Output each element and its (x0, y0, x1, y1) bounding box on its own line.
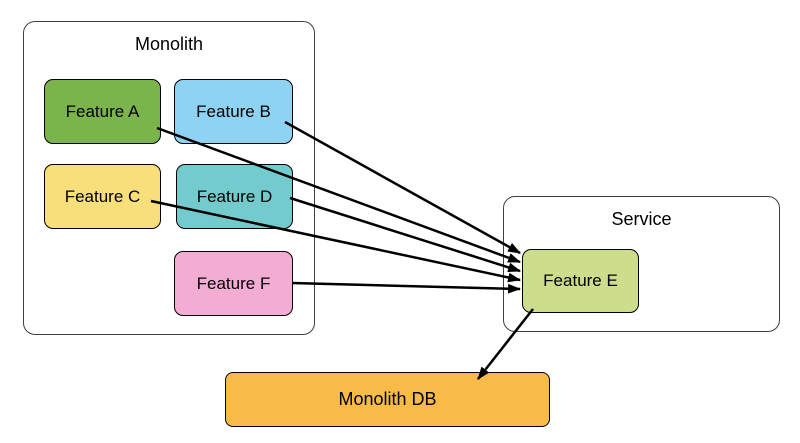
monolith-title: Monolith (134, 34, 204, 54)
node-monolith-db: Monolith DB (225, 372, 550, 427)
node-feature-b: Feature B (174, 79, 293, 144)
arrow-feature-f-to-feature-e (291, 281, 522, 294)
monolith-container: Monolith Feature A Feature B Feature C F… (23, 21, 315, 335)
node-feature-f: Feature F (174, 251, 293, 316)
arrow-feature-d-to-feature-e (289, 196, 522, 273)
service-container: Service Feature E (503, 196, 780, 332)
node-feature-d: Feature D (176, 164, 293, 229)
arrow-feature-b-to-feature-e (284, 120, 521, 255)
node-feature-c: Feature C (44, 164, 161, 229)
service-title: Service (611, 209, 672, 229)
node-feature-e: Feature E (522, 249, 639, 313)
node-feature-a: Feature A (44, 79, 161, 144)
